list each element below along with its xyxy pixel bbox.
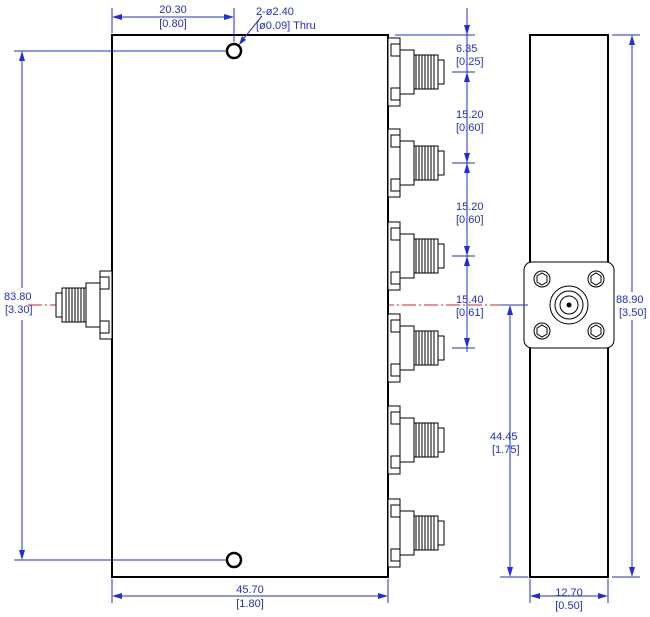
dimension-hole-offset: 20.30 [0.80] (111, 4, 235, 42)
sma-connector-icon (387, 128, 445, 198)
svg-text:[0.25]: [0.25] (456, 56, 484, 68)
dimension-width: 45.70 [1.80] (111, 579, 389, 610)
svg-text:[1.80]: [1.80] (236, 598, 264, 610)
dimension-overall-length: 88.90 [3.50] (612, 34, 647, 578)
hole-note-line1: 2-ø2.40 (256, 6, 294, 18)
sma-connector-icon (387, 221, 445, 291)
sma-connector-icon (387, 498, 445, 568)
sma-connector-icon (387, 37, 445, 107)
svg-text:[0.50]: [0.50] (555, 600, 583, 612)
svg-text:6.35: 6.35 (456, 43, 477, 55)
svg-text:44.45: 44.45 (490, 431, 518, 443)
sma-connector-icon (387, 313, 445, 383)
svg-text:45.70: 45.70 (236, 584, 264, 596)
mounting-hole-icon (225, 42, 243, 60)
svg-text:20.30: 20.30 (159, 4, 187, 16)
flange-screw-icon (587, 322, 605, 340)
svg-text:[0.80]: [0.80] (159, 18, 187, 30)
sma-connector-icon (387, 405, 445, 475)
hole-note: 2-ø2.40 [ø0.09] Thru (239, 6, 316, 45)
dimension-thickness: 12.70 [0.50] (529, 579, 609, 612)
svg-text:[3.30]: [3.30] (5, 304, 33, 316)
dimension-hole-spacing: 83.80 [3.30] (4, 50, 226, 561)
flange-screw-icon (533, 270, 551, 288)
svg-text:[3.50]: [3.50] (619, 307, 647, 319)
dimension-input-height: 44.45 [1.75] (490, 304, 528, 578)
svg-text:[0.60]: [0.60] (456, 122, 484, 134)
svg-text:[0.60]: [0.60] (456, 214, 484, 226)
svg-text:15.40: 15.40 (456, 294, 484, 306)
svg-text:12.70: 12.70 (555, 587, 583, 599)
svg-text:83.80: 83.80 (4, 291, 32, 303)
flange-screw-icon (587, 270, 605, 288)
dimension-port-spacing: 6.35 [0.25] 15.20 [0.60] 15.20 [0.60] 15… (395, 8, 484, 352)
hole-note-line2: [ø0.09] Thru (256, 20, 316, 32)
svg-text:[0.61]: [0.61] (456, 307, 484, 319)
mounting-hole-icon (225, 551, 243, 569)
divider-body-front (111, 34, 389, 578)
flange-screw-icon (533, 322, 551, 340)
sma-connector-icon (55, 270, 113, 340)
svg-text:15.20: 15.20 (456, 201, 484, 213)
input-flange-side-view (523, 261, 615, 349)
svg-text:88.90: 88.90 (616, 294, 644, 306)
svg-text:15.20: 15.20 (456, 109, 484, 121)
svg-text:[1.75]: [1.75] (492, 444, 520, 456)
